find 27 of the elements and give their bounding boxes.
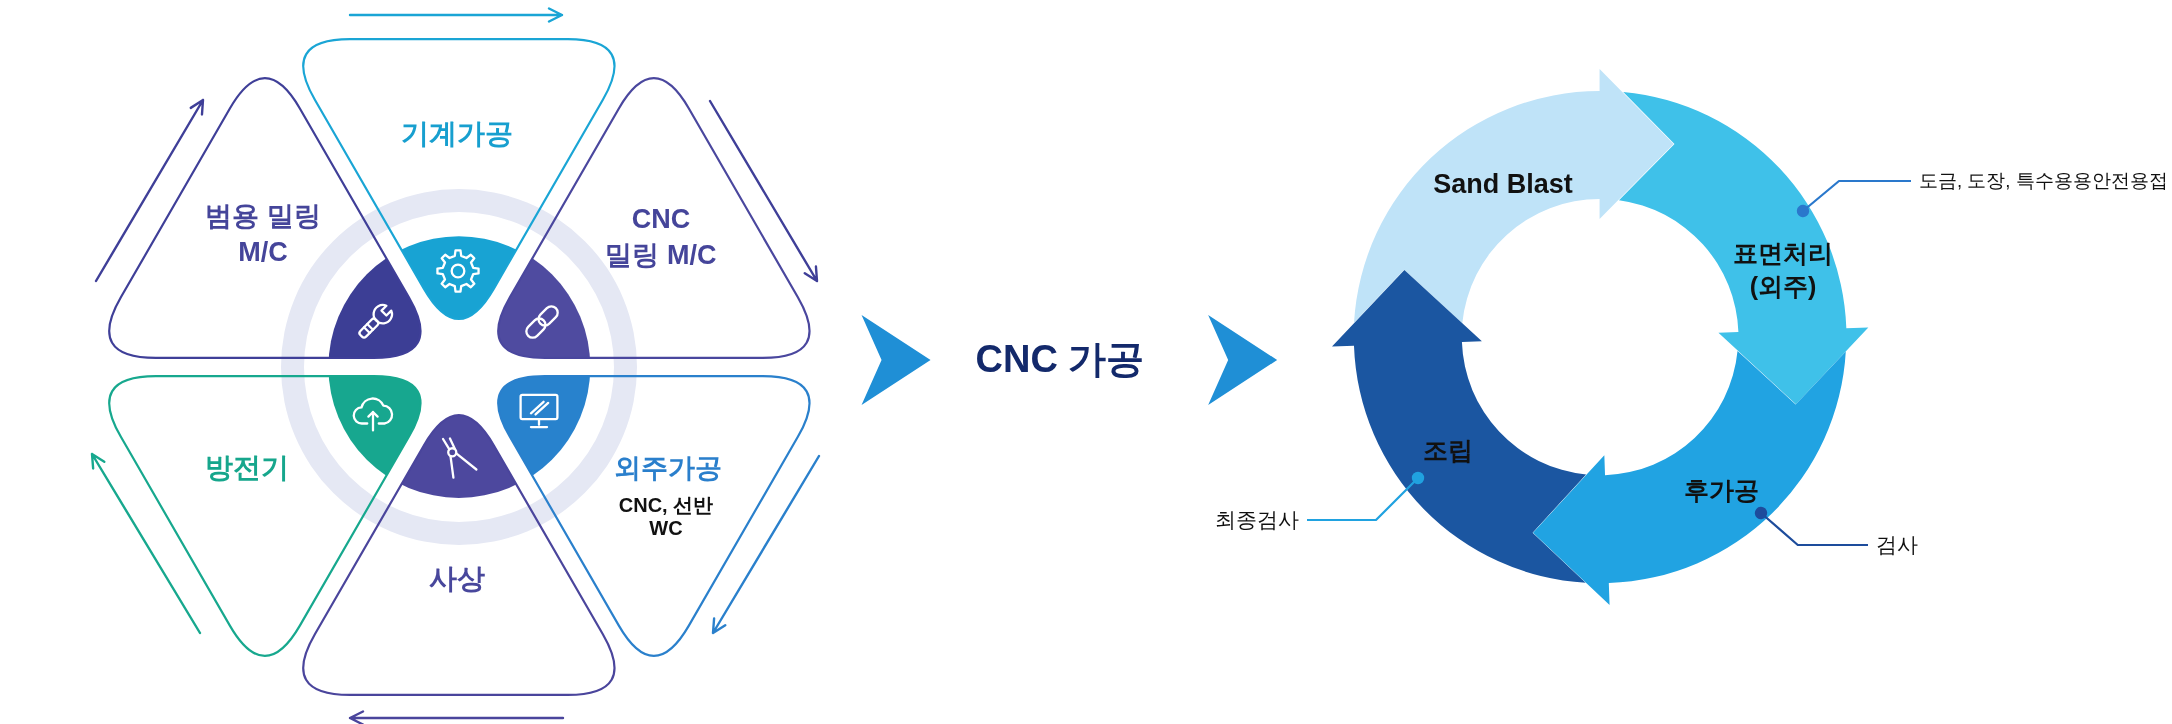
step-title: 사상 (429, 562, 485, 596)
leader-line (1307, 471, 1425, 522)
curved-arrow-segment (1618, 92, 1868, 405)
step-title: 기계가공 (401, 117, 513, 151)
chevron-arrow (1208, 315, 1278, 405)
step-title: 범용 밀링 M/C (205, 200, 321, 269)
process-label: CNC 가공 (975, 337, 1145, 383)
curved-arrow-segment (1332, 269, 1587, 583)
step-title: 방전기 (205, 451, 289, 485)
leader-line (1754, 506, 1868, 547)
step-label: Sand Blast (1433, 167, 1573, 201)
callout-text: 도금, 도장, 특수용용안전용접 (1919, 169, 2168, 193)
callout-text: 검사 (1876, 532, 1918, 558)
triangle-panel (302, 414, 616, 697)
curved-arrow-segment (1532, 350, 1846, 605)
leader-line (1796, 179, 1911, 218)
step-label: 표면처리 (외주) (1733, 238, 1833, 302)
step-title: 외주가공 (614, 451, 722, 485)
step-label: 후가공 (1684, 475, 1760, 505)
chevron-arrow (861, 315, 931, 405)
step-detail: CNC, 선반 WC (618, 494, 714, 540)
callout-text: 최종검사 (1215, 507, 1299, 533)
step-title: CNC 밀링 M/C (605, 203, 717, 272)
triangle-panel (496, 374, 811, 657)
curved-arrow-segment (1354, 69, 1674, 324)
triangle-panel (107, 374, 422, 657)
step-label: 조립 (1423, 435, 1473, 465)
